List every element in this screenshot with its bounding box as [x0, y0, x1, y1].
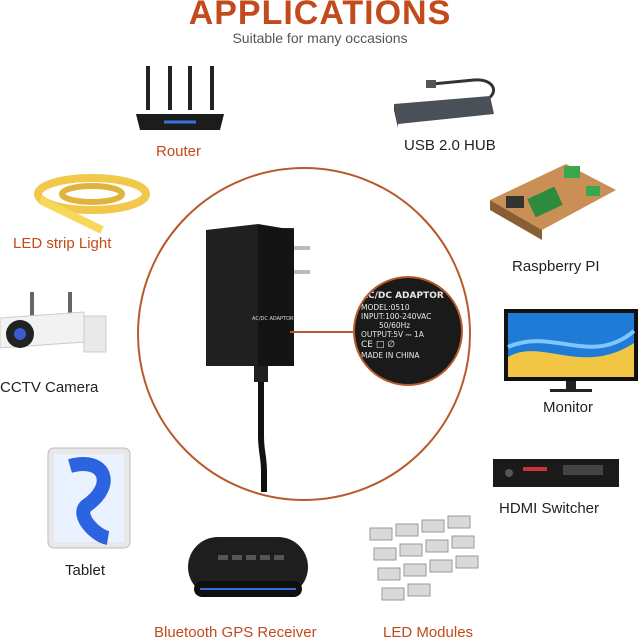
- label-gps-receiver: Bluetooth GPS Receiver: [154, 624, 317, 641]
- cctv-camera-icon: [0, 292, 107, 353]
- label-led-strip: LED strip Light: [13, 235, 112, 252]
- adapter-label-model: MODEL:0510: [361, 303, 410, 312]
- svg-text:AC/DC ADAPTOR: AC/DC ADAPTOR: [252, 316, 294, 322]
- adapter-label-origin: MADE IN CHINA: [361, 351, 420, 360]
- tablet-icon: [47, 447, 131, 549]
- label-hdmi-switcher: HDMI Switcher: [499, 500, 600, 517]
- adapter-label-frequency: 50/60Hz: [379, 321, 411, 330]
- led-strip-icon: [34, 174, 150, 234]
- power-adapter-icon: AC/DC ADAPTOR: [206, 224, 310, 492]
- label-raspberry-pi: Raspberry PI: [512, 258, 600, 275]
- label-led-modules: LED Modules: [383, 624, 474, 641]
- usb-hub-icon: [394, 78, 496, 128]
- led-modules-icon: [369, 515, 479, 601]
- gps-receiver-icon: [188, 537, 308, 597]
- adapter-label-output: OUTPUT:5V ⎓ 1A: [361, 330, 424, 339]
- adapter-label-heading: AC/DC ADAPTOR: [361, 291, 444, 301]
- adapter-label-marks: CE □ ∅: [361, 340, 396, 350]
- page-subtitle: Suitable for many occasions: [232, 30, 408, 46]
- page-title: APPLICATIONS: [188, 0, 452, 32]
- adapter-label-plate: AC/DC ADAPTOR MODEL:0510 INPUT:100-240VA…: [361, 292, 457, 364]
- adapter-label-zoom: AC/DC ADAPTOR MODEL:0510 INPUT:100-240VA…: [353, 276, 463, 386]
- adapter-label-input: INPUT:100-240VAC: [361, 312, 432, 321]
- zoom-connector-line: [290, 331, 354, 333]
- monitor-icon: [504, 309, 638, 392]
- label-usb-hub: USB 2.0 HUB: [404, 137, 496, 154]
- product-circle: [137, 167, 471, 501]
- hdmi-switcher-icon: [493, 459, 619, 487]
- router-icon: [136, 66, 224, 130]
- raspberry-pi-icon: [490, 164, 616, 240]
- label-cctv-camera: CCTV Camera: [0, 379, 99, 396]
- label-monitor: Monitor: [543, 399, 594, 416]
- label-tablet: Tablet: [65, 562, 106, 579]
- label-router: Router: [156, 143, 202, 160]
